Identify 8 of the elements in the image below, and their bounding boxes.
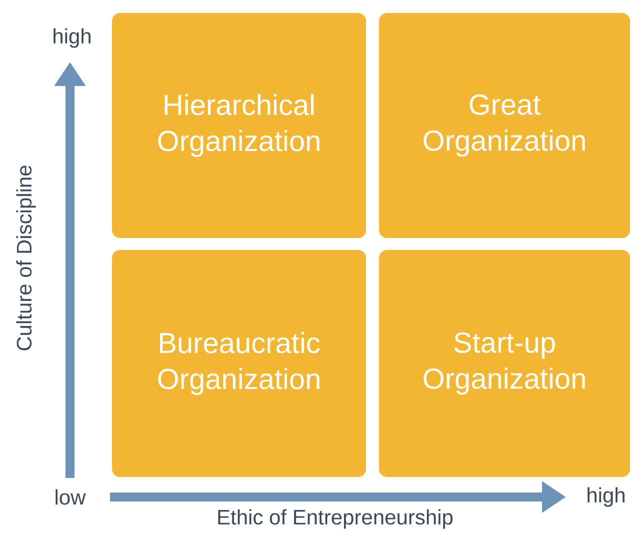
quadrant-box: Start-up Organization	[379, 250, 630, 477]
quadrant-box: Bureaucratic Organization	[112, 250, 366, 477]
quadrant-box: Hierarchical Organization	[112, 13, 366, 238]
quadrant-box: Great Organization	[379, 13, 630, 238]
axis-title: Culture of Discipline	[16, 166, 36, 350]
axis-label: high	[54, 28, 90, 48]
axis-label: low	[56, 489, 86, 505]
axis-title: Ethic of Entrepreneurship	[218, 509, 453, 529]
